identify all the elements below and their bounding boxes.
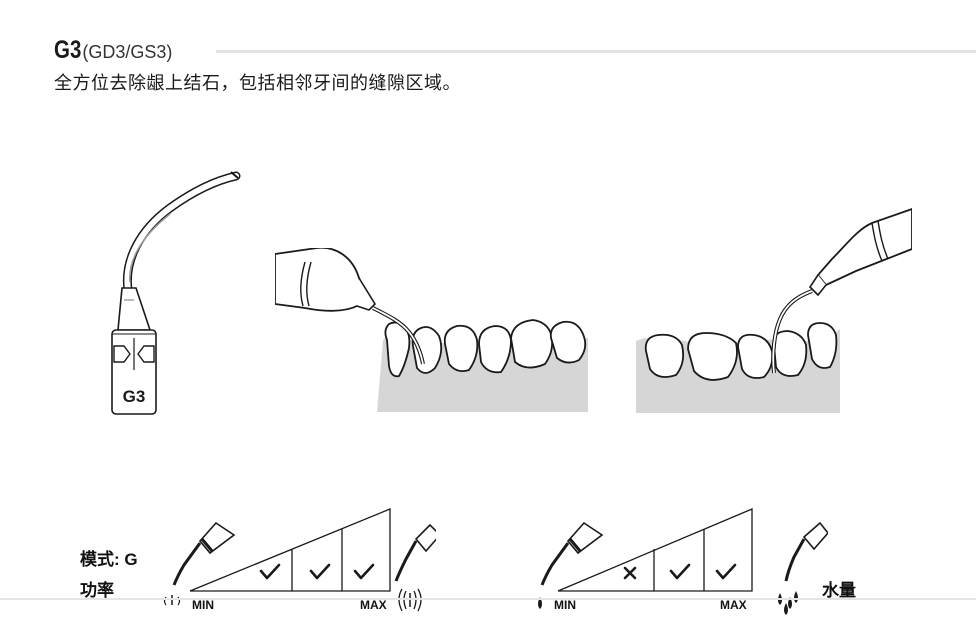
tooth: [510, 319, 554, 369]
title-line: G3 (GD3/GS3): [54, 36, 172, 65]
tip-variants: (GD3/GS3): [82, 42, 173, 62]
handpiece-low-body: [198, 521, 236, 555]
handpiece-water-high-icon: [778, 521, 828, 615]
handpiece-nose: [356, 277, 377, 311]
handpiece-water-high-tip: [784, 538, 806, 582]
vibration-wave: [398, 588, 403, 612]
tooth: [384, 321, 411, 378]
handpiece-low-icon: [163, 521, 236, 606]
power-level-marks: [259, 563, 375, 580]
handpiece-low-tip: [172, 542, 202, 586]
tooth: [549, 320, 587, 364]
usage-illustration-lower-teeth: [275, 248, 588, 412]
handpiece-water-low-tip: [540, 542, 570, 586]
handpiece-water-low-body: [566, 521, 604, 555]
water-scale: MIN MAX: [538, 508, 828, 615]
tip-shaft-shade: [129, 213, 171, 283]
check-icon: [353, 563, 375, 580]
power-min-label: MIN: [192, 598, 214, 612]
water-level-marks: [623, 563, 737, 580]
vibration-wave: [177, 596, 181, 606]
tooth: [737, 333, 774, 379]
handpiece-low-band: [200, 538, 214, 552]
tooth: [443, 324, 479, 373]
scaler-tip-highlight: [772, 290, 813, 374]
vibration-wave: [417, 588, 422, 612]
power-label: 功率: [80, 581, 114, 600]
vibration-wave: [403, 590, 407, 610]
handpiece-high-body: [414, 523, 436, 553]
check-icon: [309, 563, 331, 580]
water-drop-icon: [794, 591, 798, 603]
tooth: [411, 326, 443, 374]
handpiece-grip-line: [871, 222, 883, 262]
tooth: [772, 330, 808, 377]
water-max-label: MAX: [720, 598, 747, 612]
handpiece-water-low-band: [568, 538, 582, 552]
tip-shaft-fill: [124, 173, 239, 293]
teeth-row: [644, 322, 838, 381]
mode-label: 模式: G: [80, 550, 138, 569]
power-wedge: [189, 508, 391, 592]
tip-flat-left: [113, 345, 131, 363]
water-drop-icon: [538, 597, 542, 609]
tip-flat-right: [137, 345, 155, 363]
tip-end-cap: [230, 171, 239, 179]
usage-illustration-interproximal: [636, 208, 912, 413]
teeth-row: [384, 319, 587, 378]
section-header: G3 (GD3/GS3) 全方位去除龈上结石，包括相邻牙间的缝隙区域。: [54, 36, 976, 96]
water-label: 水量: [822, 581, 856, 600]
tooth: [644, 333, 685, 378]
tip-description: 全方位去除龈上结石，包括相邻牙间的缝隙区域。: [54, 73, 461, 93]
cross-icon: [623, 566, 637, 580]
handpiece-grip-line: [300, 261, 306, 307]
handpiece-body: [816, 208, 912, 287]
tip-code: G3: [54, 36, 82, 64]
handpiece-water-low-icon: [538, 521, 604, 609]
check-icon: [715, 563, 737, 580]
handpiece-grip-line: [877, 220, 889, 260]
handpiece-body: [275, 248, 369, 312]
power-max-label: MAX: [360, 598, 387, 612]
vibration-wave: [163, 596, 167, 606]
handpiece-water-high-body: [802, 521, 828, 551]
handpiece-nose: [808, 274, 827, 297]
check-icon: [669, 563, 691, 580]
tooth: [807, 322, 838, 369]
header-rule: [216, 50, 976, 53]
tip-engraving: G3: [123, 387, 146, 406]
tip-neck: [117, 287, 152, 331]
footer-rule: [0, 598, 976, 600]
handpiece-high-tip: [394, 540, 418, 582]
handpiece-grip-line: [306, 261, 312, 307]
tooth: [687, 332, 738, 381]
water-wedge: [557, 508, 753, 592]
vibration-wave: [413, 590, 417, 610]
check-icon: [259, 563, 281, 580]
power-scale: MIN MAX: [163, 508, 436, 612]
scaler-tip-highlight: [372, 307, 424, 365]
handpiece-high-icon: [394, 523, 436, 612]
water-drop-icon: [788, 597, 792, 609]
water-drop-icon: [784, 603, 788, 615]
scaler-tip-illustration: G3: [111, 171, 241, 415]
water-min-label: MIN: [554, 598, 576, 612]
